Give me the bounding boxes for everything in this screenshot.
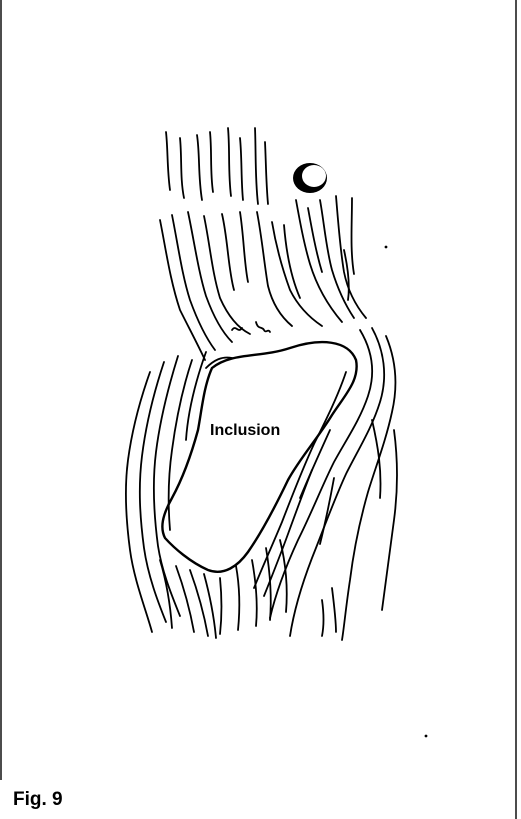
bead-particle bbox=[293, 163, 327, 193]
figure-caption: Fig. 9 bbox=[13, 790, 63, 809]
inclusion-label: Inclusion bbox=[210, 423, 280, 439]
inclusion-outline bbox=[162, 342, 356, 572]
fiber-lines bbox=[126, 128, 397, 640]
stray-dots bbox=[385, 246, 428, 738]
